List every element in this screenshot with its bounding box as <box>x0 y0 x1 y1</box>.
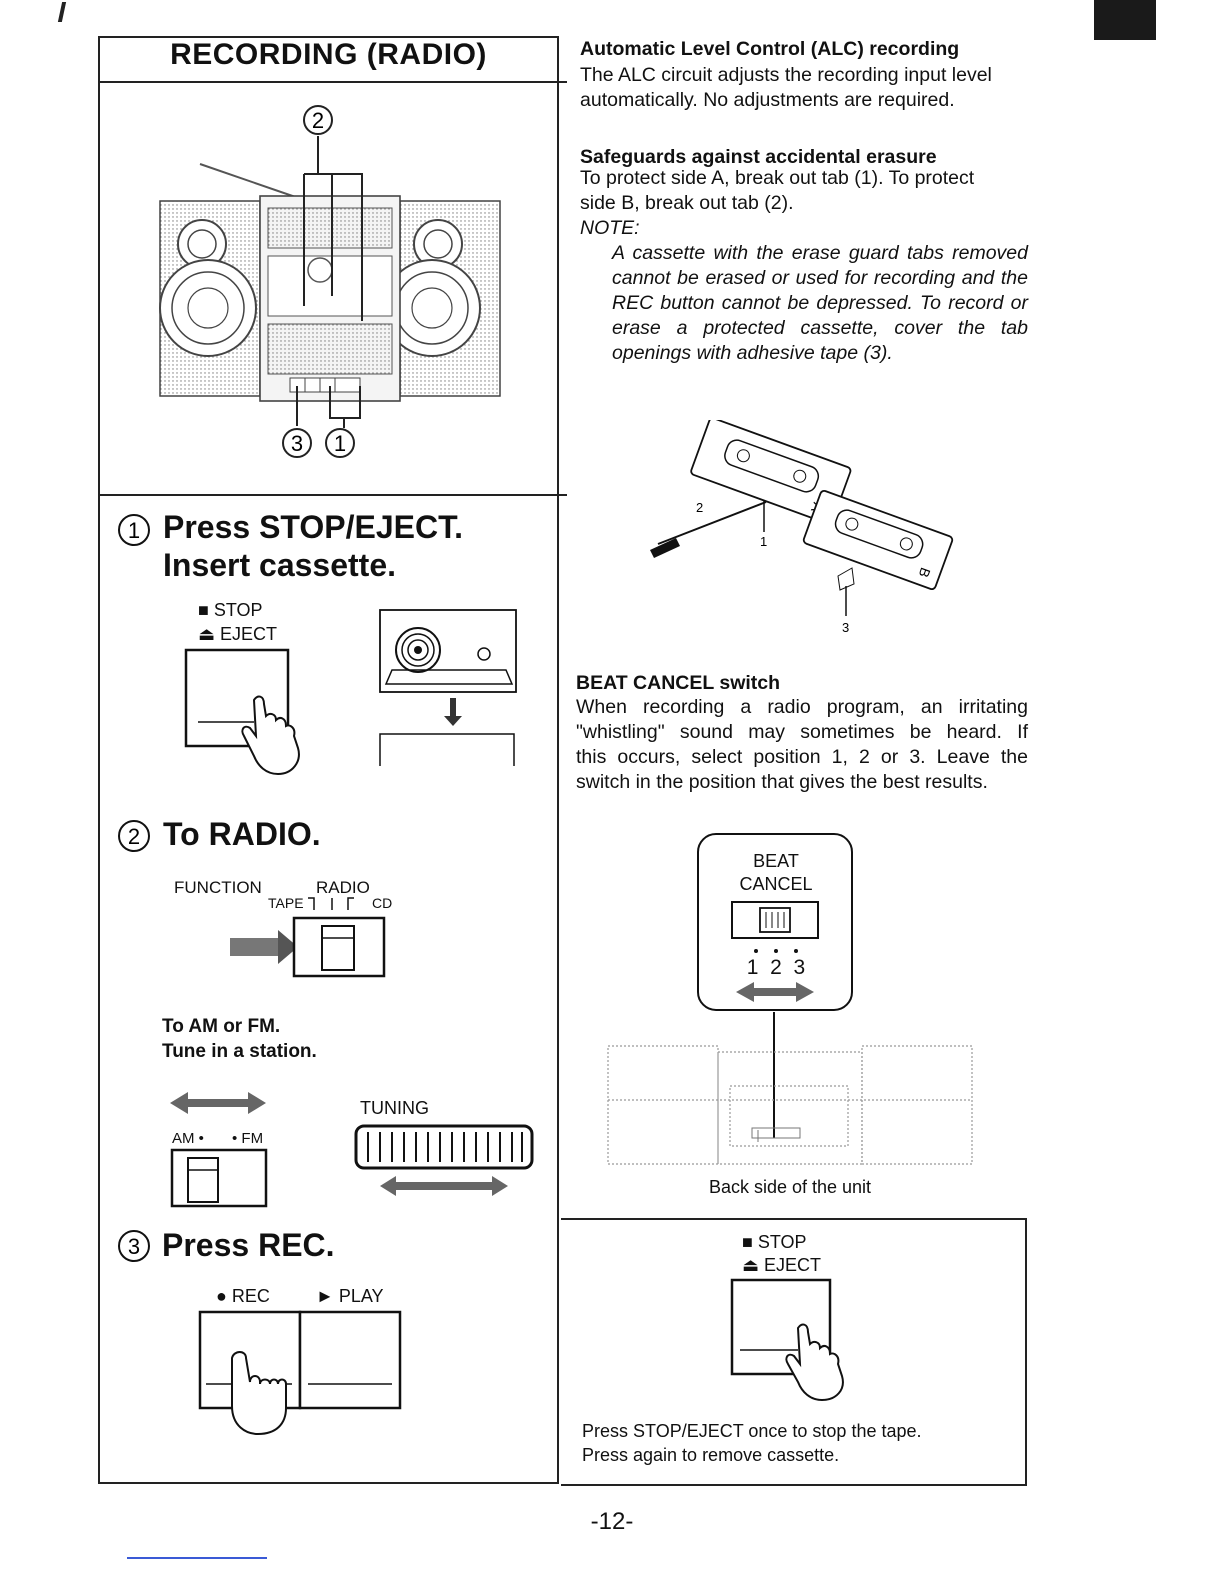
back-side-caption: Back side of the unit <box>708 1177 872 1197</box>
step-2-title: To RADIO. <box>163 816 321 852</box>
beat-cancel-heading: BEAT CANCEL switch <box>576 672 781 694</box>
step-1-title: Press STOP/EJECT. <box>163 509 463 545</box>
step-1-number: 1 <box>118 514 150 546</box>
box-eject-label: ⏏ EJECT <box>742 1255 822 1275</box>
callout-2-label: 2 <box>312 108 324 133</box>
cassette-insert-illustration <box>379 609 517 766</box>
beat-cancel-line-1: When recording a radio program, an irrit… <box>576 696 1028 718</box>
left-column-frame <box>98 36 559 1484</box>
tape-label: TAPE <box>268 895 304 911</box>
step-1-eject-label: ⏏ EJECT <box>198 624 278 644</box>
cassette-tabs-illustration: A B 2 1 3 <box>650 420 954 635</box>
callout-3-label: 3 <box>291 431 303 456</box>
box-text-line-2: Press again to remove cassette. <box>582 1445 840 1465</box>
step-2-number-text: 2 <box>128 824 140 849</box>
step-1-number-text: 1 <box>128 518 140 543</box>
beat-cancel-line-4: switch in the position that gives the be… <box>576 771 988 793</box>
tab-1-label: 1 <box>760 534 767 549</box>
beat-panel-line-1: BEAT <box>753 851 799 871</box>
alc-line-2: automatically. No adjustments are requir… <box>580 89 955 111</box>
am-label: AM • <box>172 1130 204 1147</box>
safeguards-line-1: To protect side A, break out tab (1). To… <box>580 167 975 189</box>
page-corner-tab <box>1094 0 1156 40</box>
scan-mark <box>57 2 67 22</box>
step-2-number: 2 <box>118 820 150 852</box>
box-stop-eject-button-illustration <box>730 1278 844 1402</box>
am-fm-double-arrow-icon <box>170 1092 266 1114</box>
beat-panel-line-2: CANCEL <box>739 874 813 894</box>
function-switch-illustration <box>230 897 386 978</box>
rec-label: ● REC <box>216 1286 270 1306</box>
back-side-unit-illustration <box>607 1012 973 1165</box>
am-fm-switch-illustration <box>170 1148 268 1208</box>
bottom-rule <box>127 1557 267 1559</box>
fm-label: • FM <box>232 1130 264 1147</box>
note-label: NOTE: <box>580 217 640 239</box>
step-3-title: Press REC. <box>162 1227 335 1263</box>
rec-play-buttons-illustration <box>198 1310 402 1436</box>
step-3-number-text: 3 <box>128 1234 140 1259</box>
page-number: -12- <box>590 1508 634 1535</box>
tape-3-label: 3 <box>842 620 849 635</box>
function-label: FUNCTION <box>174 878 262 897</box>
beat-cancel-panel-illustration <box>697 833 853 1011</box>
tab-2-label: 2 <box>696 500 703 515</box>
callout-1-label: 1 <box>334 431 346 456</box>
beat-positions: 1 2 3 <box>746 956 806 979</box>
stop-eject-box <box>561 1218 1027 1486</box>
step-1-stop-label: ■ STOP <box>198 600 263 620</box>
tuning-dial-illustration <box>354 1124 534 1196</box>
box-text-line-1: Press STOP/EJECT once to stop the tape. <box>582 1421 922 1441</box>
alc-heading: Automatic Level Control (ALC) recording <box>580 38 960 60</box>
alc-line-1: The ALC circuit adjusts the recording in… <box>580 64 992 86</box>
safeguards-line-2: side B, break out tab (2). <box>580 192 794 214</box>
cd-label: CD <box>372 895 393 911</box>
stop-eject-button-illustration <box>184 648 300 776</box>
stereo-unit-diagram: 2 3 1 <box>159 105 501 458</box>
play-label: ► PLAY <box>316 1286 384 1306</box>
box-stop-label: ■ STOP <box>742 1232 807 1252</box>
step-3-number: 3 <box>118 1230 150 1262</box>
tune-station-text: Tune in a station. <box>162 1041 317 1062</box>
page-title: RECORDING (RADIO) <box>170 38 487 71</box>
step-1-subtitle: Insert cassette. <box>163 547 397 583</box>
beat-cancel-line-3: this occurs, select position 1, 2 or 3. … <box>576 746 1028 768</box>
tuning-label: TUNING <box>360 1098 429 1118</box>
to-am-fm-text: To AM or FM. <box>162 1016 281 1037</box>
note-text: A cassette with the erase guard tabs rem… <box>612 242 1028 364</box>
safeguards-heading: Safeguards against accidental erasure <box>580 146 937 168</box>
section-divider <box>98 494 567 496</box>
radio-label: RADIO <box>316 878 370 897</box>
beat-cancel-line-2: "whistling" sound may sometimes be heard… <box>576 721 1028 743</box>
title-bar <box>98 36 567 83</box>
